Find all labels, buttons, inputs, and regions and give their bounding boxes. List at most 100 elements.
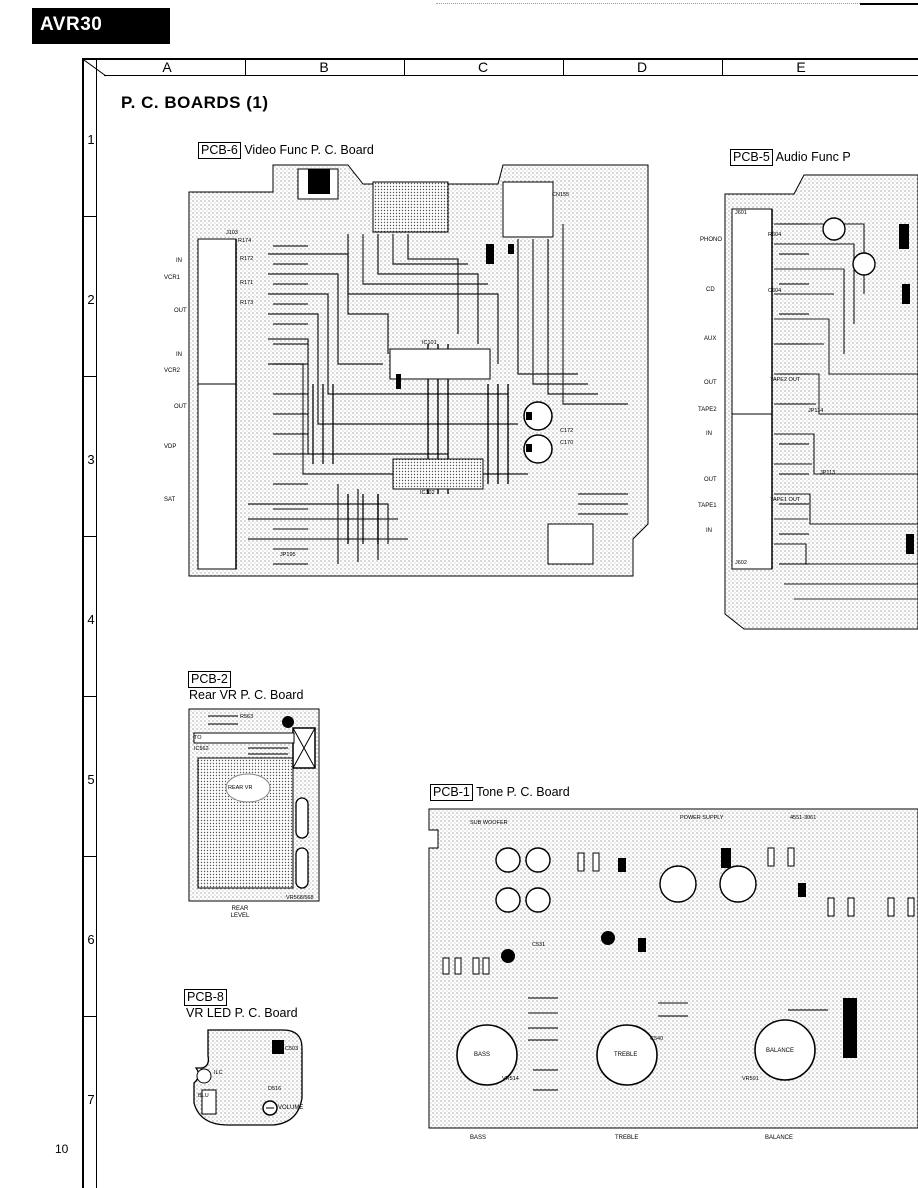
pcb8-part-label: D516	[268, 1086, 282, 1092]
row-label-6: 6	[87, 932, 95, 947]
pcb2-part-label: VR568/568	[286, 895, 314, 901]
pcb1-part-label: C531	[532, 942, 546, 948]
pcb2-board-drawing	[188, 708, 320, 902]
pcb1-part-label: POWER SUPPLY	[680, 815, 724, 821]
pcb6-side-label: VCR2	[164, 368, 181, 374]
row-strip-border	[96, 58, 97, 1188]
pcb5-part-label: JP113	[820, 470, 836, 476]
pcb6-side-label: IN	[176, 258, 182, 264]
pcb6-side-label: VDP	[164, 444, 177, 450]
pcb5-side-label: AUX	[704, 336, 717, 342]
pcb5-board-drawing	[724, 174, 918, 630]
pcb8-tag-wrap: PCB-8	[184, 988, 227, 1006]
pcb6-part-label: IC102	[420, 490, 435, 496]
pcb6-part-label: JP195	[280, 552, 296, 558]
pcb6-side-label: IN	[176, 352, 182, 358]
pcb6-side-label: VCR1	[164, 275, 181, 281]
pcb5-part-label: J602	[735, 560, 747, 566]
pcb6-name: Video Func P. C. Board	[244, 143, 374, 157]
pcb6-part-label: IC101	[422, 340, 437, 346]
pcb2-part-label: REAR VR	[228, 785, 253, 791]
row-label-2: 2	[87, 292, 95, 307]
row-divider	[84, 856, 96, 857]
pcb2-part-label: IC562	[194, 746, 209, 752]
pcb8-tag: PCB-8	[184, 989, 227, 1006]
column-label-e: E	[796, 59, 806, 75]
pcb6-part-label: C170	[560, 440, 574, 446]
pcb6-board-drawing	[188, 164, 649, 577]
row-divider	[84, 536, 96, 537]
pcb5-side-label: OUT	[704, 380, 717, 386]
pcb2-name: Rear VR P. C. Board	[189, 688, 304, 702]
column-label-a: A	[162, 59, 172, 75]
pcb5-part-label: TAPE2 OUT	[770, 377, 801, 383]
pcb5-side-label: TAPE2	[698, 407, 717, 413]
pcb8-part-label: BLU	[198, 1093, 209, 1099]
pcb6-tag: PCB-6	[198, 142, 241, 159]
column-divider	[722, 58, 723, 76]
top-rule-solid	[860, 3, 918, 5]
model-tab-shape	[32, 8, 170, 44]
pcb6-part-label: R171	[240, 280, 254, 286]
pcb5-part-label: TAPE1 OUT	[770, 497, 801, 503]
column-header-bottom	[104, 75, 918, 76]
pcb5-side-label: OUT	[704, 477, 717, 483]
pcb1-bottom-label: BASS	[470, 1135, 487, 1141]
pcb6-caption: PCB-6 Video Func P. C. Board	[198, 142, 374, 159]
column-divider	[245, 58, 246, 76]
pcb2-tag: PCB-2	[188, 671, 231, 688]
row-label-5: 5	[87, 772, 95, 787]
pcb5-part-label: JP114	[808, 408, 824, 414]
pcb6-part-label: C172	[560, 428, 574, 434]
pcb5-side-label: IN	[706, 528, 712, 534]
row-label-7: 7	[87, 1092, 95, 1107]
pcb2-bottom-label: REAR LEVEL	[230, 906, 250, 919]
model-tab	[32, 8, 170, 44]
pcb1-name: Tone P. C. Board	[476, 785, 570, 799]
row-label-4: 4	[87, 612, 95, 627]
column-label-b: B	[319, 59, 329, 75]
pcb1-part-label: VR514	[502, 1076, 519, 1082]
pcb6-side-label: OUT	[174, 404, 187, 410]
pcb1-part-label: SUB WOOFER	[470, 820, 508, 826]
frame-top	[82, 58, 918, 60]
balance-knob-label: BALANCE	[766, 1048, 795, 1054]
column-label-d: D	[636, 59, 648, 75]
pcb1-bottom-label: TREBLE	[615, 1135, 639, 1141]
pcb5-caption: PCB-5 Audio Func P	[730, 149, 851, 166]
top-rule	[436, 3, 918, 4]
pcb2-tag-wrap: PCB-2	[188, 670, 231, 688]
pcb8-part-label: ILC	[214, 1070, 223, 1076]
pcb5-side-label: PHONO	[700, 237, 723, 243]
pcb5-part-label: C604	[768, 288, 782, 294]
column-divider	[404, 58, 405, 76]
pcb1-part-label: C540	[650, 1036, 664, 1042]
pcb1-part-label: 4551-3061	[790, 815, 817, 821]
pcb8-bottom-label: VOLUME	[278, 1105, 304, 1111]
pcb1-part-label: VR591	[742, 1076, 759, 1082]
pcb1-board-drawing	[428, 808, 918, 1129]
pcb5-tag: PCB-5	[730, 149, 773, 166]
pcb6-part-label: R173	[240, 300, 254, 306]
row-divider	[84, 216, 96, 217]
pcb6-part-label: R174	[238, 238, 252, 244]
column-divider	[563, 58, 564, 76]
pcb6-side-label: SAT	[164, 497, 176, 503]
page-number: 10	[55, 1142, 69, 1156]
pcb2-part-label: TO	[194, 735, 202, 741]
pcb1-tag: PCB-1	[430, 784, 473, 801]
pcb8-part-label: C503	[285, 1046, 299, 1052]
pcb5-name: Audio Func P	[775, 150, 851, 164]
row-label-1: 1	[87, 132, 95, 147]
page-title: P. C. BOARDS (1)	[121, 93, 269, 112]
frame-left	[82, 58, 84, 1188]
pcb5-side-label: IN	[706, 431, 712, 437]
row-divider	[84, 376, 96, 377]
pcb8-board-drawing	[193, 1029, 303, 1126]
row-divider	[84, 696, 96, 697]
pcb2-part-label: R563	[240, 714, 254, 720]
pcb1-bottom-label: BALANCE	[765, 1135, 794, 1141]
pcb1-caption: PCB-1 Tone P. C. Board	[430, 784, 570, 801]
pcb5-side-label: TAPE1	[698, 503, 717, 509]
row-label-3: 3	[87, 452, 95, 467]
